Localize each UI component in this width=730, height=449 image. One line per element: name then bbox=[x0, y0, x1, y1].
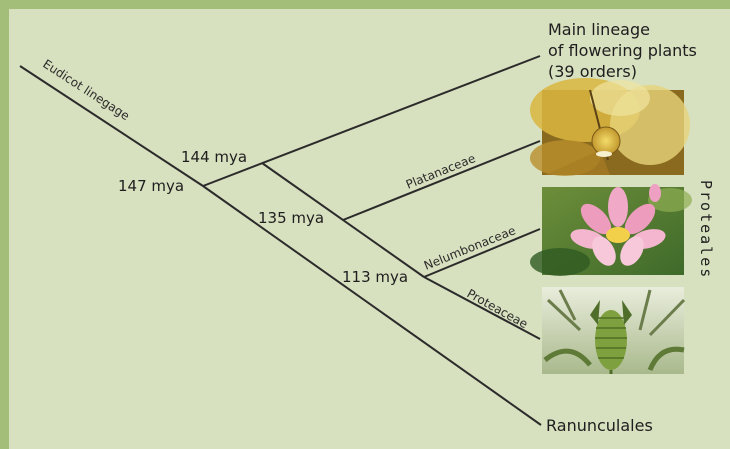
main-lineage-label: Main lineage of flowering plants (39 ord… bbox=[548, 20, 702, 81]
tree-branches bbox=[20, 56, 541, 425]
node-label-144: 144 mya bbox=[181, 148, 247, 166]
main-lineage-line-1: Main lineage bbox=[548, 20, 650, 39]
node-label-135: 135 mya bbox=[258, 209, 324, 227]
nelumbonaceae-branch-label: Nelumbonaceae bbox=[422, 223, 518, 273]
branch-main-lineage bbox=[203, 56, 540, 186]
lotus-photo bbox=[530, 184, 692, 276]
proteaceae-branch-label: Proteaceae bbox=[465, 286, 531, 331]
node-label-147: 147 mya bbox=[118, 177, 184, 195]
main-lineage-line-2: of flowering plants bbox=[548, 41, 697, 60]
banksia-photo bbox=[542, 287, 684, 374]
proteales-clade-label: Proteales bbox=[697, 180, 715, 279]
ranunculales-label: Ranunculales bbox=[546, 416, 653, 435]
eudicot-branch-label: Eudicot linegage bbox=[40, 57, 132, 123]
main-lineage-line-3: (39 orders) bbox=[548, 62, 637, 81]
branch-eudicot-stem bbox=[20, 66, 203, 186]
branch-platanaceae bbox=[343, 141, 540, 220]
node-label-113: 113 mya bbox=[342, 268, 408, 286]
sycamore-photo bbox=[530, 78, 690, 176]
